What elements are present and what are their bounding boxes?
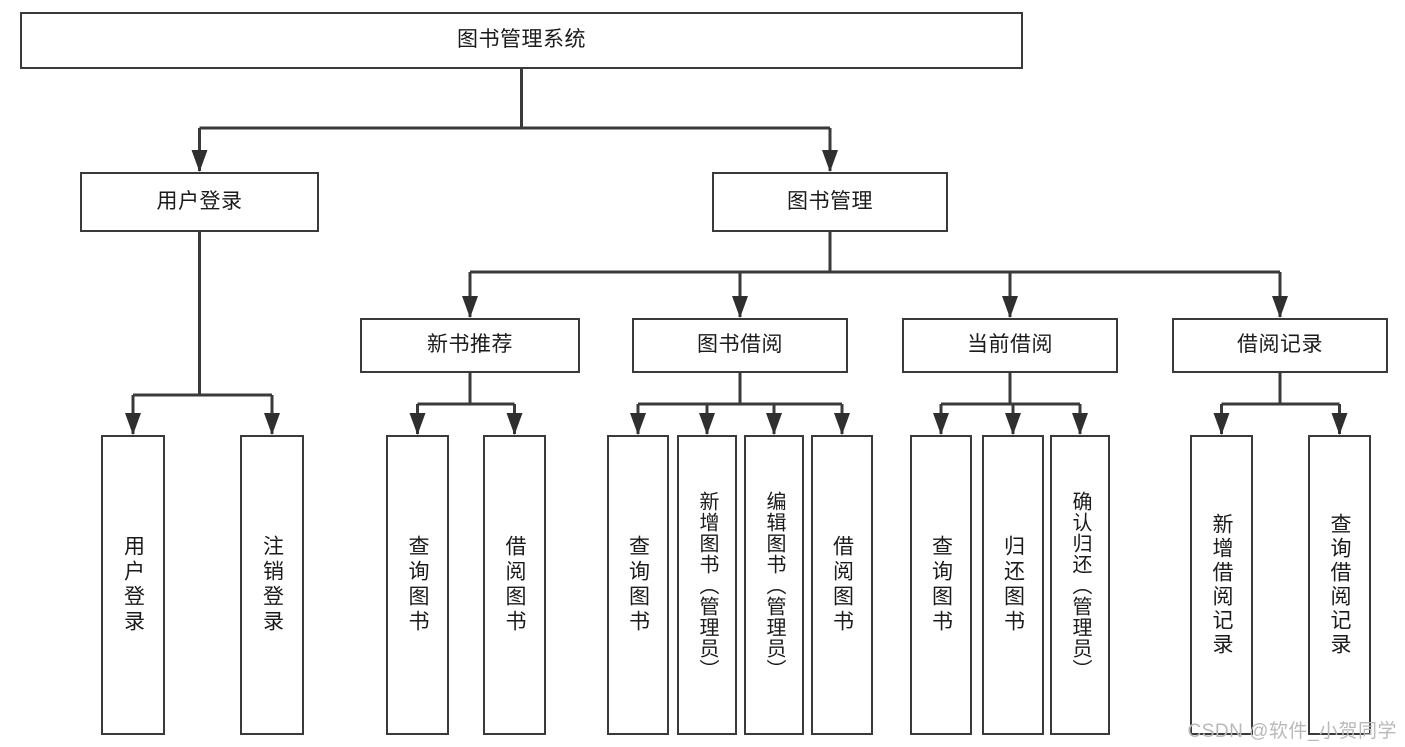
node-leaf-2[interactable]: 查询图书 bbox=[386, 435, 449, 735]
node-leaf-0[interactable]: 用户登录 bbox=[101, 435, 165, 735]
node-label: 用户登录 bbox=[156, 189, 243, 213]
csdn-watermark: CSDN @软件_小贺同学 bbox=[1187, 721, 1397, 742]
node-label: 新增借阅记录 bbox=[1210, 513, 1233, 657]
node-label: 注销登录 bbox=[260, 535, 284, 635]
node-level2-1[interactable]: 图书管理 bbox=[712, 172, 948, 232]
node-label: 借阅记录 bbox=[1237, 333, 1323, 357]
node-level3-2[interactable]: 当前借阅 bbox=[902, 318, 1118, 373]
node-leaf-7[interactable]: 借阅图书 bbox=[811, 435, 873, 735]
node-leaf-10[interactable]: 确认归还（管理员） bbox=[1050, 435, 1110, 735]
node-label: 借阅图书 bbox=[830, 535, 854, 635]
node-label: 查询图书 bbox=[929, 535, 953, 635]
node-label: 查询图书 bbox=[626, 535, 650, 635]
node-label: 借阅图书 bbox=[503, 535, 526, 635]
node-level3-3[interactable]: 借阅记录 bbox=[1172, 318, 1388, 373]
node-label: 编辑图书（管理员） bbox=[763, 490, 785, 680]
node-level2-0[interactable]: 用户登录 bbox=[80, 172, 319, 232]
node-label: 归还图书 bbox=[1001, 535, 1025, 635]
node-label: 图书管理系统 bbox=[457, 28, 586, 52]
node-leaf-9[interactable]: 归还图书 bbox=[982, 435, 1044, 735]
node-leaf-4[interactable]: 查询图书 bbox=[607, 435, 669, 735]
node-label: 用户登录 bbox=[121, 535, 145, 635]
node-leaf-8[interactable]: 查询图书 bbox=[910, 435, 972, 735]
node-leaf-1[interactable]: 注销登录 bbox=[240, 435, 304, 735]
node-label: 图书借阅 bbox=[697, 333, 783, 357]
node-label: 新书推荐 bbox=[427, 333, 513, 357]
node-label: 图书管理 bbox=[787, 189, 873, 213]
node-leaf-5[interactable]: 新增图书（管理员） bbox=[677, 435, 737, 735]
node-label: 当前借阅 bbox=[967, 333, 1053, 357]
node-leaf-6[interactable]: 编辑图书（管理员） bbox=[744, 435, 804, 735]
node-root-0[interactable]: 图书管理系统 bbox=[20, 12, 1023, 69]
node-label: 查询图书 bbox=[406, 535, 429, 635]
node-leaf-11[interactable]: 新增借阅记录 bbox=[1190, 435, 1253, 735]
node-label: 查询借阅记录 bbox=[1328, 513, 1351, 657]
node-level3-0[interactable]: 新书推荐 bbox=[360, 318, 580, 373]
node-label: 确认归还（管理员） bbox=[1069, 490, 1091, 680]
node-leaf-3[interactable]: 借阅图书 bbox=[483, 435, 546, 735]
node-leaf-12[interactable]: 查询借阅记录 bbox=[1308, 435, 1371, 735]
node-label: 新增图书（管理员） bbox=[696, 490, 718, 680]
node-level3-1[interactable]: 图书借阅 bbox=[632, 318, 848, 373]
